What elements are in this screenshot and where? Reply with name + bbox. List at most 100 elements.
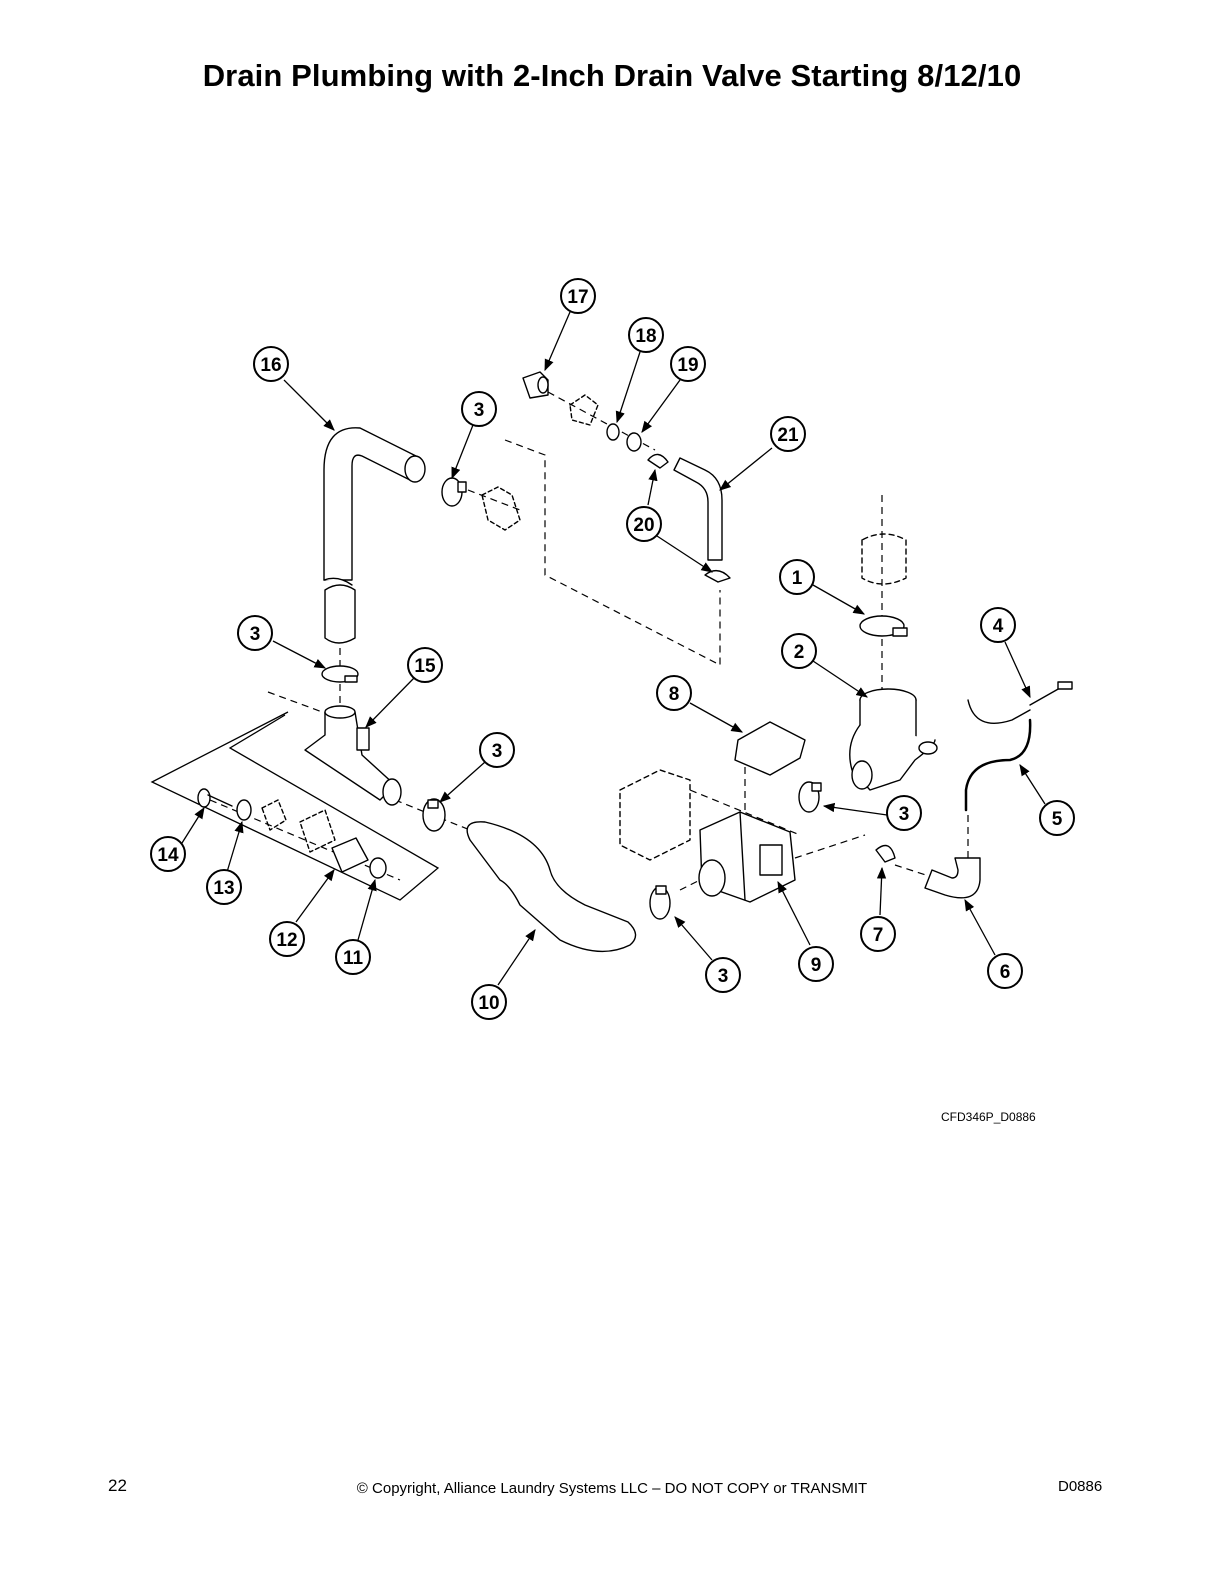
callout-3: 3 xyxy=(479,732,515,768)
callout-label: 5 xyxy=(1052,809,1063,830)
callout-circle xyxy=(335,939,371,975)
callout-circle xyxy=(886,795,922,831)
callout-circle xyxy=(479,732,515,768)
wire-5 xyxy=(964,718,1032,812)
callout-circle xyxy=(206,869,242,905)
clamp-3-left xyxy=(422,798,446,832)
nut-19 xyxy=(626,432,642,452)
washer-18 xyxy=(606,423,620,441)
callout-circle xyxy=(407,647,443,683)
callout-3: 3 xyxy=(886,795,922,831)
callout-6: 6 xyxy=(987,953,1023,989)
nut-11 xyxy=(369,857,387,879)
elbow-6 xyxy=(924,857,981,899)
callout-circle xyxy=(987,953,1023,989)
callout-11: 11 xyxy=(335,939,371,975)
bolt-14 xyxy=(197,788,233,808)
callout-3: 3 xyxy=(237,615,273,651)
page-number: 22 xyxy=(108,1476,127,1495)
callout-circle xyxy=(705,957,741,993)
callout-3: 3 xyxy=(705,957,741,993)
parts xyxy=(197,371,1073,953)
ghost-bracket-9 xyxy=(619,769,691,861)
callout-label: 19 xyxy=(677,355,698,376)
ghost-bracket xyxy=(569,394,599,426)
callout-circle xyxy=(471,984,507,1020)
callout-label: 3 xyxy=(474,400,485,421)
drain-tee-2 xyxy=(849,688,938,791)
callout-15: 15 xyxy=(407,647,443,683)
callout-20: 20 xyxy=(626,506,662,542)
leader-lines xyxy=(181,311,1046,986)
callout-label: 13 xyxy=(213,878,234,899)
callout-17: 17 xyxy=(560,278,596,314)
callout-circle xyxy=(670,346,706,382)
clamp-3-hose xyxy=(649,885,671,920)
callout-label: 3 xyxy=(250,624,261,645)
callout-label: 1 xyxy=(792,568,803,589)
callout-circle xyxy=(269,921,305,957)
callout-2: 2 xyxy=(781,633,817,669)
callout-circle xyxy=(628,317,664,353)
clamp-1 xyxy=(859,615,908,637)
drawing-id: CFD346P_D0886 xyxy=(941,1110,1036,1124)
callout-4: 4 xyxy=(980,607,1016,643)
tee-15 xyxy=(304,705,402,806)
ghost-clip xyxy=(261,799,287,831)
callout-label: 4 xyxy=(993,616,1004,637)
ghost-sleeve xyxy=(861,533,907,585)
callout-circle xyxy=(626,506,662,542)
callout-circle xyxy=(237,615,273,651)
callout-label: 3 xyxy=(492,741,503,762)
callout-label: 2 xyxy=(794,642,805,663)
vent-hose-16 xyxy=(323,427,426,644)
callout-14: 14 xyxy=(150,836,186,872)
callout-12: 12 xyxy=(269,921,305,957)
hose-10 xyxy=(466,821,637,953)
callout-circle xyxy=(1039,800,1075,836)
cover-8 xyxy=(734,721,806,776)
callout-circle xyxy=(980,607,1016,643)
callout-circle xyxy=(860,916,896,952)
callout-9: 9 xyxy=(798,946,834,982)
document-code: D0886 xyxy=(1058,1478,1103,1495)
callout-label: 21 xyxy=(777,425,799,446)
clamp-7 xyxy=(875,844,896,863)
callout-label: 11 xyxy=(343,948,364,969)
callout-label: 3 xyxy=(899,804,910,825)
callout-10: 10 xyxy=(471,984,507,1020)
clamp-3-upper xyxy=(441,477,467,507)
ghost-tee xyxy=(481,486,521,531)
callout-circle xyxy=(798,946,834,982)
callout-circle xyxy=(656,675,692,711)
callout-label: 20 xyxy=(633,515,654,536)
callout-19: 19 xyxy=(670,346,706,382)
callout-circle xyxy=(779,559,815,595)
callout-3: 3 xyxy=(461,391,497,427)
callout-circle xyxy=(253,346,289,382)
washer-13 xyxy=(236,799,252,821)
drain-valve-9 xyxy=(698,811,796,903)
callout-circle xyxy=(461,391,497,427)
callout-label: 7 xyxy=(873,925,884,946)
clamp-3-valve xyxy=(798,781,822,813)
callout-label: 6 xyxy=(1000,962,1011,983)
bracket-12 xyxy=(331,837,369,873)
callout-label: 8 xyxy=(669,684,680,705)
callout-label: 9 xyxy=(811,955,822,976)
ghost-bracket-12 xyxy=(299,809,336,853)
page-title: Drain Plumbing with 2-Inch Drain Valve S… xyxy=(202,58,1022,93)
callout-label: 18 xyxy=(635,326,656,347)
callout-circle xyxy=(150,836,186,872)
callout-21: 21 xyxy=(770,416,806,452)
callout-7: 7 xyxy=(860,916,896,952)
copyright-notice: © Copyright, Alliance Laundry Systems LL… xyxy=(356,1480,868,1497)
wire-4 xyxy=(967,681,1073,724)
callout-circle xyxy=(770,416,806,452)
callout-label: 3 xyxy=(718,966,729,987)
assembly-lines xyxy=(209,391,969,891)
callout-label: 10 xyxy=(478,993,499,1014)
callout-label: 16 xyxy=(260,355,281,376)
